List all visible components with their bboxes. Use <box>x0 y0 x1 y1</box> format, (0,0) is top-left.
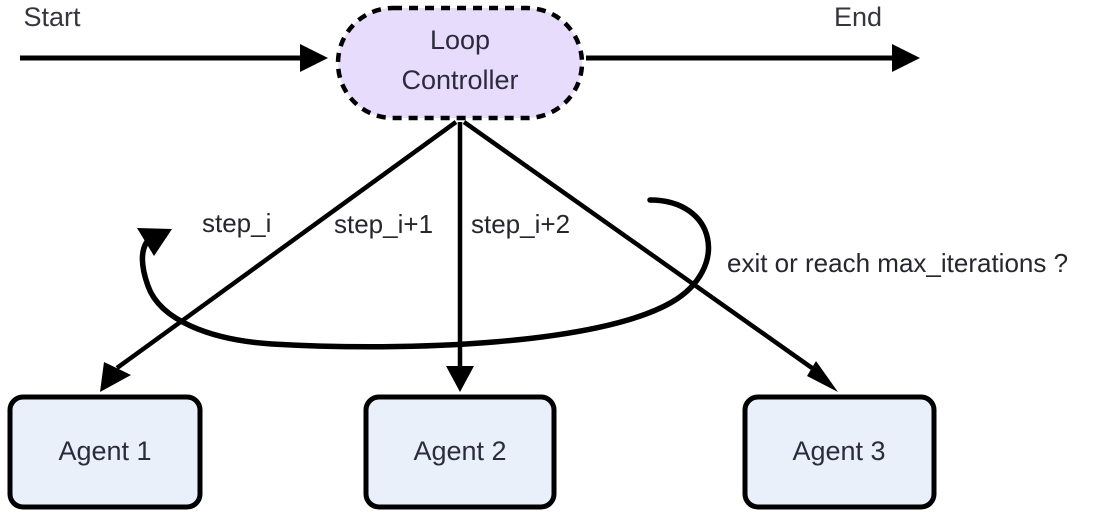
edge-label-step-i: step_i <box>202 208 271 238</box>
edge-label-loopback-condition: exit or reach max_iterations ? <box>727 248 1068 278</box>
edge-controller-to-agent3 <box>462 120 838 392</box>
loop-controller-node[interactable]: Loop Controller <box>335 5 585 121</box>
loop-controller-label-line1: Loop <box>430 25 490 55</box>
edge-controller-to-agent2 <box>446 122 474 392</box>
loop-controller-shape <box>335 5 585 121</box>
agent-1-label: Agent 1 <box>58 436 151 466</box>
start-label: Start <box>23 2 81 32</box>
end-edge <box>586 44 920 72</box>
edge-loopback <box>137 197 712 350</box>
agent-3-label: Agent 3 <box>792 436 885 466</box>
start-edge <box>20 44 328 72</box>
edge-label-step-i-plus-2: step_i+2 <box>471 209 570 239</box>
agent-1-box <box>7 394 203 510</box>
edge-controller-agent3-arrowhead-icon <box>807 361 838 392</box>
end-label: End <box>834 2 882 32</box>
agent-3-node[interactable]: Agent 3 <box>742 394 937 510</box>
agent-1-node[interactable]: Agent 1 <box>7 394 203 510</box>
end-arrowhead-icon <box>892 44 920 72</box>
edge-controller-agent2-arrowhead-icon <box>446 366 474 392</box>
edge-controller-to-agent1 <box>100 120 458 392</box>
agent-2-box <box>363 394 557 510</box>
edge-label-step-i-plus-1: step_i+1 <box>334 209 433 239</box>
agent-2-label: Agent 2 <box>413 436 506 466</box>
edge-loopback-arrowhead-icon <box>137 228 172 256</box>
agent-2-node[interactable]: Agent 2 <box>363 394 557 510</box>
edge-controller-agent3-line <box>462 120 814 370</box>
start-arrowhead-icon <box>300 44 328 72</box>
loop-controller-label-line2: Controller <box>401 65 518 95</box>
agent-3-box <box>742 394 937 510</box>
edge-controller-agent1-arrowhead-icon <box>100 362 131 392</box>
edge-controller-agent1-line <box>115 120 458 370</box>
edge-loopback-curve <box>139 197 712 350</box>
